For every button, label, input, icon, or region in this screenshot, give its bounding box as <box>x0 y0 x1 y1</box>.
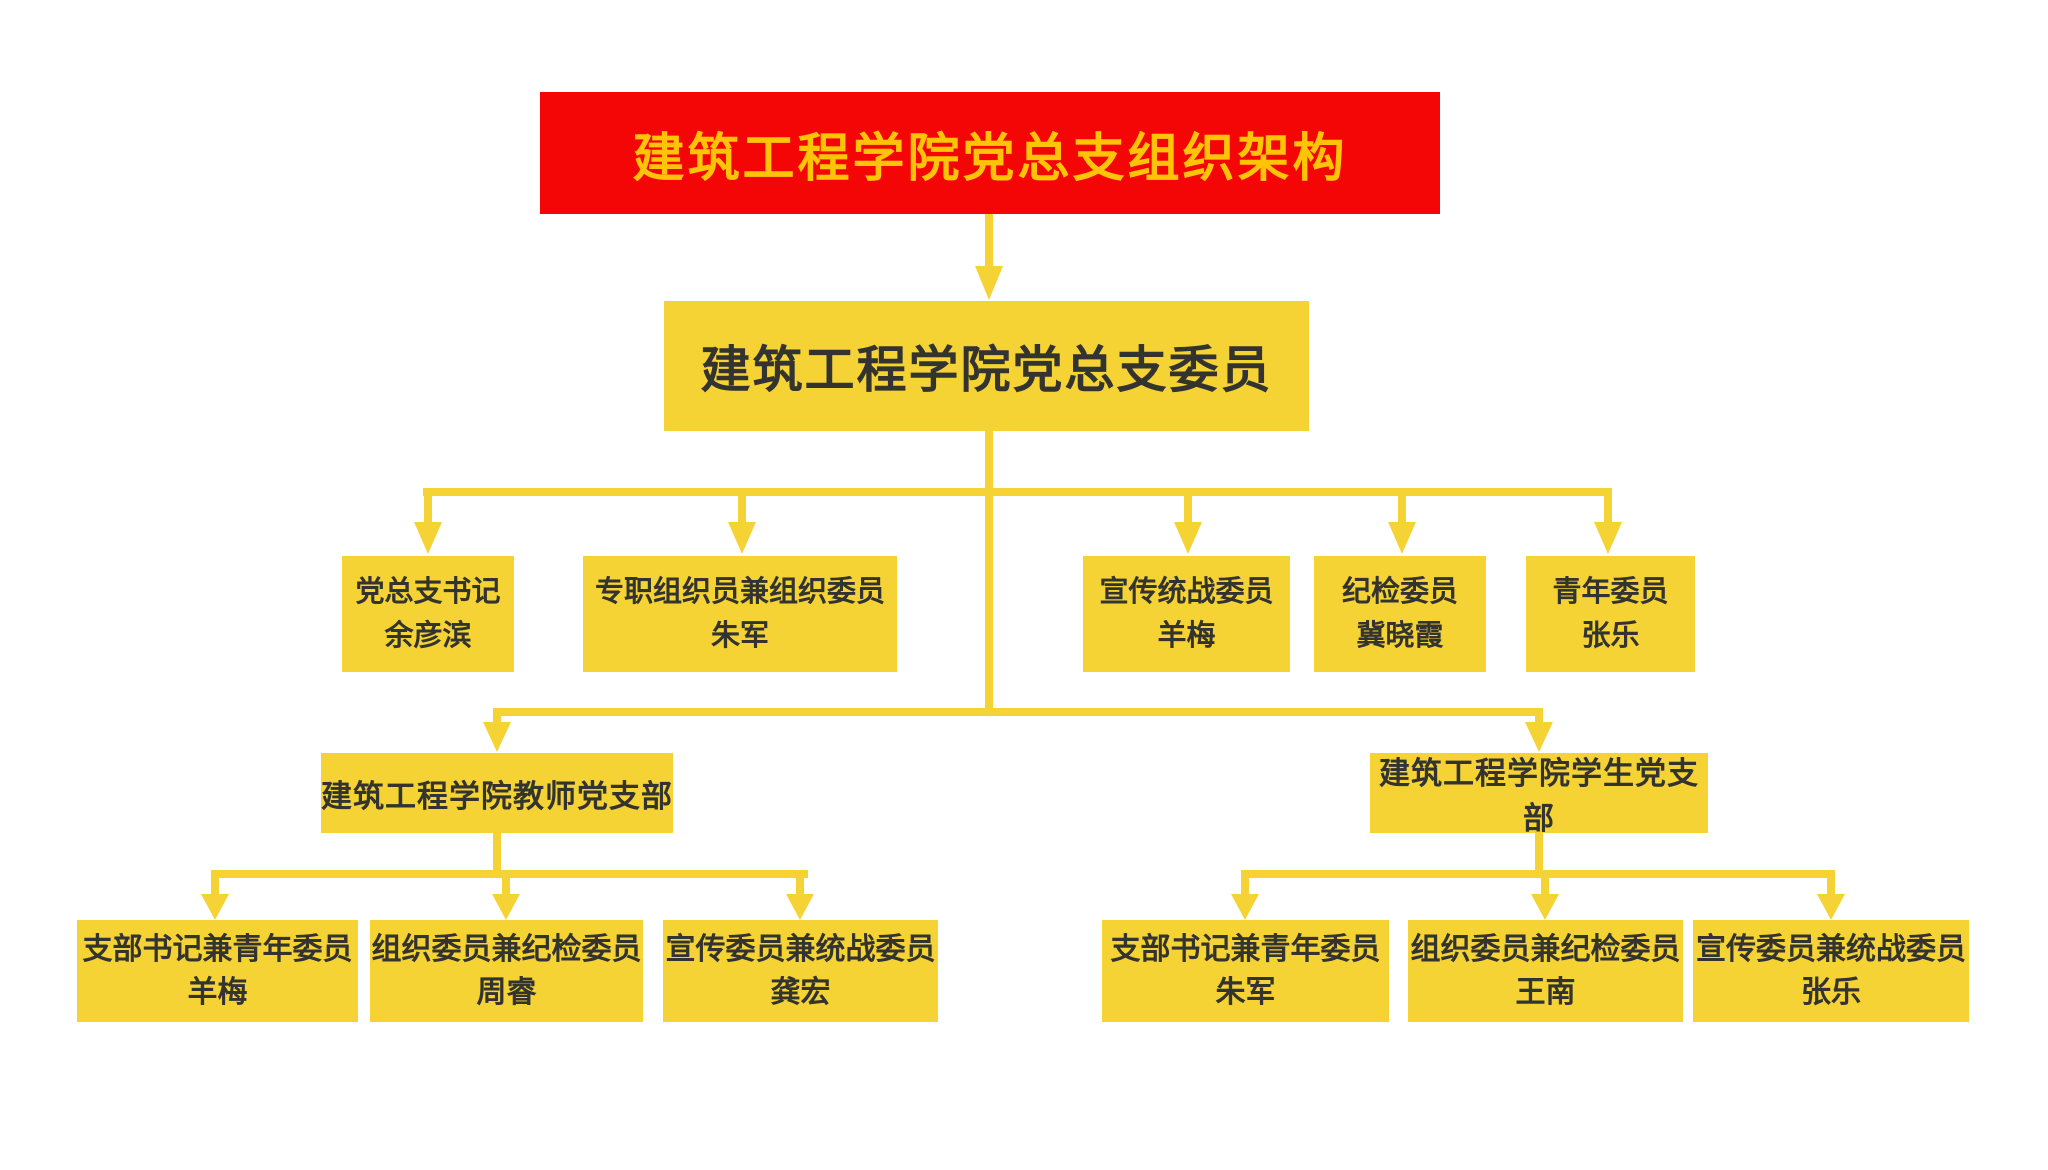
member-name: 朱军 <box>1215 976 1276 1009</box>
member-name: 余彦滨 <box>384 620 472 652</box>
students-children-line <box>1241 870 1835 878</box>
center-trunk-line <box>985 492 993 716</box>
member-role: 宣传统战委员 <box>1099 576 1274 608</box>
arrow-to-teacher-child-3 <box>786 870 814 920</box>
member-role: 宣传委员兼统战委员 <box>1696 933 1966 966</box>
arrow-to-students-branch <box>1525 708 1553 752</box>
arrow-to-student-child-2 <box>1531 870 1559 920</box>
org-title-banner: 建筑工程学院党总支组织架构 <box>540 92 1440 214</box>
arrow-title-to-committee <box>975 214 1003 300</box>
arrow-to-member-secretary <box>414 488 442 554</box>
student-member-secretary: 支部书记兼青年委员 朱军 <box>1102 920 1389 1022</box>
member-node-secretary: 党总支书记 余彦滨 <box>342 556 514 672</box>
member-role: 宣传委员兼统战委员 <box>665 933 936 966</box>
member-role: 专职组织员兼组织委员 <box>594 576 885 608</box>
member-name: 张乐 <box>1801 976 1861 1009</box>
member-role: 青年委员 <box>1552 576 1669 608</box>
member-node-organizer: 专职组织员兼组织委员 朱军 <box>583 556 897 672</box>
arrow-to-member-publicity <box>1174 488 1202 554</box>
member-role: 支部书记兼青年委员 <box>1110 933 1381 966</box>
teacher-member-secretary: 支部书记兼青年委员 羊梅 <box>77 920 358 1022</box>
member-name: 周睿 <box>476 976 537 1009</box>
teachers-drop-line <box>493 833 501 878</box>
arrow-to-teachers-branch <box>483 708 511 752</box>
teacher-member-publicity: 宣传委员兼统战委员 龚宏 <box>663 920 938 1022</box>
arrow-to-member-organizer <box>728 488 756 554</box>
member-role: 组织委员兼纪检委员 <box>371 933 642 966</box>
students-drop-line <box>1535 833 1543 878</box>
member-node-discipline: 纪检委员 冀晓霞 <box>1314 556 1486 672</box>
committee-drop-line <box>985 431 993 492</box>
student-member-organizer: 组织委员兼纪检委员 王南 <box>1408 920 1683 1022</box>
committee-node: 建筑工程学院党总支委员 <box>664 301 1309 431</box>
arrow-to-teacher-child-2 <box>492 870 520 920</box>
arrow-to-teacher-child-1 <box>201 870 229 920</box>
level3-distribution-line <box>423 488 1612 496</box>
branch-name: 建筑工程学院学生党支部 <box>1379 756 1699 836</box>
member-name: 张乐 <box>1581 620 1640 652</box>
branch-name: 建筑工程学院教师党支部 <box>321 778 673 814</box>
member-name: 龚宏 <box>770 976 831 1009</box>
member-name: 冀晓霞 <box>1356 620 1444 652</box>
arrow-to-student-child-1 <box>1231 870 1259 920</box>
member-role: 组织委员兼纪检委员 <box>1410 933 1681 966</box>
member-role: 纪检委员 <box>1341 576 1458 608</box>
branch-node-students: 建筑工程学院学生党支部 <box>1370 753 1708 836</box>
org-title-text: 建筑工程学院党总支组织架构 <box>632 129 1348 188</box>
member-node-youth: 青年委员 张乐 <box>1526 556 1695 672</box>
teacher-member-organizer: 组织委员兼纪检委员 周睿 <box>370 920 643 1022</box>
member-name: 羊梅 <box>187 976 248 1009</box>
member-role: 党总支书记 <box>355 576 501 608</box>
branch-distribution-line <box>493 708 1543 716</box>
committee-text: 建筑工程学院党总支委员 <box>700 342 1273 398</box>
student-member-publicity: 宣传委员兼统战委员 张乐 <box>1693 920 1969 1022</box>
teachers-children-line <box>211 870 808 878</box>
member-role: 支部书记兼青年委员 <box>82 933 353 966</box>
arrow-to-member-discipline <box>1388 488 1416 554</box>
branch-node-teachers: 建筑工程学院教师党支部 <box>321 753 673 833</box>
member-name: 羊梅 <box>1157 620 1216 652</box>
member-name: 王南 <box>1515 976 1576 1009</box>
arrow-to-student-child-3 <box>1817 870 1845 920</box>
arrow-to-member-youth <box>1594 488 1622 554</box>
member-node-publicity: 宣传统战委员 羊梅 <box>1083 556 1290 672</box>
member-name: 朱军 <box>710 620 769 652</box>
